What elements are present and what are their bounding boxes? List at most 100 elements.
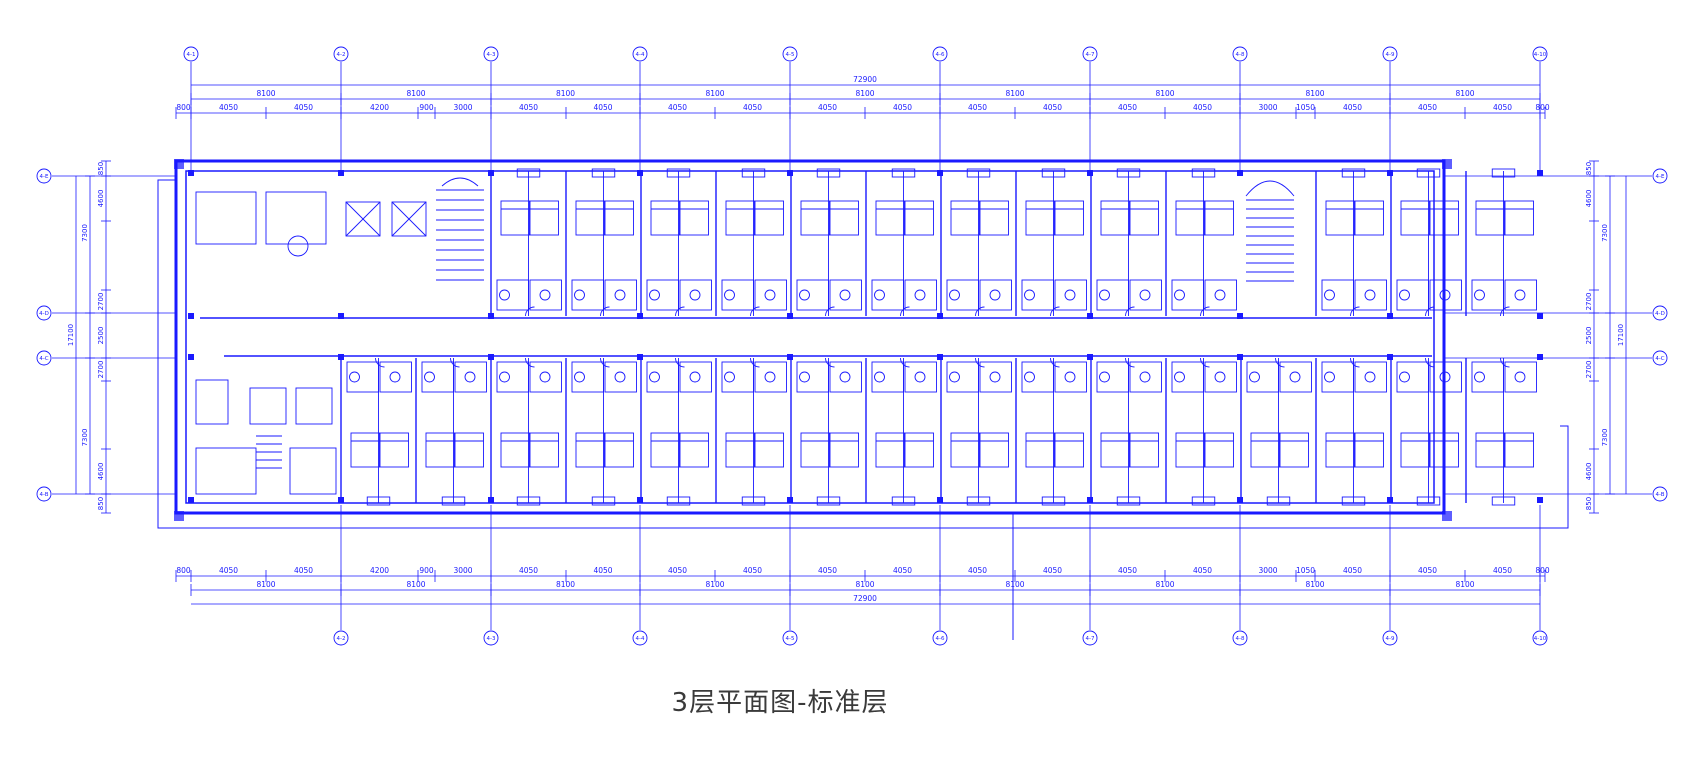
axis-bubble-top: [333, 46, 349, 62]
bathroom: [904, 361, 937, 393]
toilet: [914, 289, 926, 301]
bed: [1175, 200, 1205, 236]
axis-bubble-top: [183, 46, 199, 62]
bathroom: [1204, 361, 1237, 393]
bed: [1354, 432, 1384, 468]
bed: [725, 200, 755, 236]
corner-column: [1442, 159, 1452, 169]
bathroom: [1246, 361, 1279, 393]
bathroom: [1021, 361, 1054, 393]
bathroom: [1321, 279, 1354, 311]
dim-text-segment: 4050: [593, 103, 612, 112]
bathroom: [946, 279, 979, 311]
toilet: [1139, 289, 1151, 301]
dim-text-segment: 4050: [668, 103, 687, 112]
toilet: [574, 289, 585, 301]
toilet: [799, 371, 810, 383]
axis-bubble-bottom: [1082, 630, 1098, 646]
toilet: [1324, 289, 1335, 301]
dim-text-vertical: 2700: [97, 293, 105, 311]
corner-column: [174, 511, 184, 521]
bed: [829, 200, 859, 236]
axis-bubble-right-label: 4-E: [1656, 174, 1665, 180]
toilet: [1514, 371, 1526, 383]
bed: [529, 432, 559, 468]
axis-bubble-top: [483, 46, 499, 62]
structural-column: [1237, 497, 1243, 503]
bed: [604, 200, 634, 236]
axis-bubble-bottom-label: 4-4: [636, 636, 645, 642]
structural-column: [338, 170, 344, 176]
bathroom: [571, 361, 604, 393]
structural-column: [1387, 313, 1393, 319]
toilet: [464, 371, 476, 383]
bathroom: [754, 279, 787, 311]
stair-curve: [1245, 180, 1295, 197]
toilet: [1174, 371, 1185, 383]
bathroom: [1129, 279, 1162, 311]
axis-bubble-right: [1652, 168, 1668, 184]
bathroom: [346, 361, 379, 393]
toilet: [539, 371, 551, 383]
bathroom: [871, 361, 904, 393]
toilet: [839, 289, 851, 301]
dim-text-segment: 4050: [893, 103, 912, 112]
axis-bubble-left: [36, 486, 52, 502]
bathroom: [529, 279, 562, 311]
door-swing: [1500, 306, 1510, 317]
bed: [1054, 432, 1084, 468]
bathroom: [796, 361, 829, 393]
axis-bubble-left-label: 4-E: [40, 174, 49, 180]
axis-bubble-bottom-label: 4-8: [1236, 636, 1245, 642]
structural-column: [1087, 313, 1093, 319]
structural-column: [637, 354, 643, 360]
bathroom: [1054, 361, 1087, 393]
toilet: [499, 371, 510, 383]
dim-text-bay: 8100: [1005, 89, 1024, 98]
dim-text-segment: 4050: [1043, 103, 1062, 112]
dim-text-segment: 4050: [818, 566, 837, 575]
structural-column: [1387, 354, 1393, 360]
dim-text-segment: 3000: [1258, 566, 1277, 575]
elevator-cross: [345, 201, 381, 237]
bed: [1504, 432, 1534, 468]
toilet: [649, 289, 660, 301]
bathroom: [1129, 361, 1162, 393]
toilet: [1024, 371, 1035, 383]
toilet: [1514, 289, 1526, 301]
axis-bubble-bottom: [1232, 630, 1248, 646]
bed: [1475, 200, 1505, 236]
dim-text-vertical: 850: [1585, 497, 1593, 510]
dim-text-vertical: 850: [1585, 162, 1593, 175]
door-swing: [900, 306, 910, 317]
dim-text-segment: 4050: [893, 566, 912, 575]
dim-text-bay: 8100: [256, 89, 275, 98]
dim-text-segment: 4050: [1418, 103, 1437, 112]
bed: [529, 200, 559, 236]
toilet: [389, 371, 401, 383]
structural-column: [1087, 497, 1093, 503]
dim-text-bay: 8100: [705, 89, 724, 98]
dim-text-segment: 800: [176, 566, 191, 575]
dim-text-segment: 800: [1535, 566, 1550, 575]
bed: [650, 432, 680, 468]
bed: [1400, 200, 1430, 236]
dim-text-segment: 4050: [519, 566, 538, 575]
bed: [350, 432, 380, 468]
structural-column: [1387, 497, 1393, 503]
toilet: [799, 289, 810, 301]
bathroom: [829, 361, 862, 393]
toilet: [724, 289, 735, 301]
bed: [875, 200, 905, 236]
bed: [1204, 200, 1234, 236]
structural-column: [188, 170, 194, 176]
toilet: [689, 289, 701, 301]
axis-bubble-top-label: 4-9: [1386, 52, 1395, 58]
toilet: [424, 371, 435, 383]
structural-column: [1237, 354, 1243, 360]
bed: [500, 200, 530, 236]
axis-bubble-bottom-label: 4-5: [786, 636, 795, 642]
bed: [679, 200, 709, 236]
bathroom: [1279, 361, 1312, 393]
dim-text-bay: 8100: [705, 580, 724, 589]
